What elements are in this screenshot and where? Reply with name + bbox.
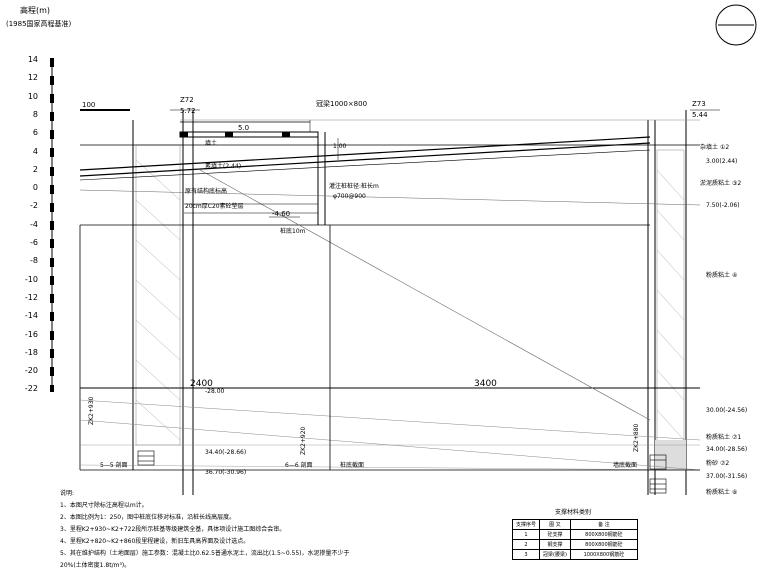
legend-row-note: 1000X800钢筋砼 [569,549,638,560]
soil-5-depth: 34.00(-28.56) [706,446,748,453]
left-top-label: 100 [82,101,96,109]
elevation-tick-label: -2 [30,201,38,211]
section-symbols [137,450,667,494]
soil-2-name: 淤泥质粘土 ③2 [700,180,742,187]
legend-row-type: 砼支撑 [539,529,571,540]
pile-label-2: φ700@900 [333,193,366,200]
elevation-scale [50,58,54,392]
pile-label-1: 灌注桩桩径:桩长m [329,183,379,190]
soil-2-depth: 7.50(-2.06) [706,202,740,209]
legend-row-type: 冠梁(腰梁) [539,549,571,560]
elevation-tick-label: -18 [24,347,38,357]
elevation-tick-label: -22 [24,384,38,394]
sheet-number-circle: 3 3 [714,3,758,47]
z73-name: Z73 [692,100,706,108]
legend-table: 支撑序号 图 又 备 注 1 砼支撑 800X800钢筋砼 2 钢支撑 800X… [511,519,638,560]
section-6-label: 6—6 剖面 [285,462,313,469]
elevation-tick-label: 14 [27,55,38,64]
soil-1-name: 杂填土 ①2 [700,144,730,151]
legend-row-id: 2 [511,539,541,550]
legend-row-note: 800X800钢筋砼 [569,529,638,540]
span-3400: 3400 [474,379,497,389]
elevation-tick-label: 2 [32,164,38,174]
section-5-label: 5—5 剖面 [100,462,128,469]
width-label: 5.0 [238,124,250,132]
elevation-tick-label: -14 [24,311,38,321]
elevation-tick-label: 10 [27,91,38,101]
soil-layers [79,136,701,471]
soil-6-depth: 37.00(-31.56) [706,473,748,480]
pile-bottom-label: 桩底10m [280,228,306,235]
notes: 说明: 1、本图尺寸除标注高程以m计。 2、本图比例为1：250，图中桩底位移对… [60,488,350,572]
dimension-lines [170,109,720,218]
legend-row-id: 1 [511,529,541,540]
z73-elevation: 5.44 [692,111,708,119]
soil-1-depth: 3.00(2.44) [706,158,738,165]
elev-m2800: -28.00 [205,388,225,395]
pile-station-b: ZK2+920 [300,426,307,455]
elevation-tick-label: -16 [24,329,38,339]
elev-3670: 36.70(-30.96) [205,469,247,476]
elevation-tick-label: 4 [32,146,38,156]
legend-header: 备 注 [569,519,638,530]
soil-5-name: 粉质粘土 ⑦1 [706,434,742,441]
elevation-tick-label: 12 [27,73,38,83]
wall-bottom-section: 墙底截面 [613,462,638,469]
soil-4-depth: 30.00(-24.56) [706,407,748,414]
pile-station-a: ZK2+930 [88,396,95,425]
legend-header: 图 又 [539,519,571,530]
cushion-label: 20cm厚C20素砼垫层 [185,203,244,210]
elevation-tick-label: 8 [32,109,38,119]
note-3: 3、里程K2+930~K2+722段所示桩基等级建筑全基，具体项设计施工图综合会… [60,526,286,533]
note-6: 20%(土体密度1.8t/m³)。 [60,562,131,569]
crown-beam [80,109,700,225]
elevation-tick-label: -20 [24,366,38,376]
z72-elevation: 5.72 [180,107,196,115]
fill-label: 填土 [205,140,218,147]
elev-minus460: -4.60 [272,210,291,218]
elevation-tick-label: 0 [32,183,38,193]
soil-7-name: 粉质粘土 ⑧ [706,489,738,496]
soil-3-name: 粉质粘土 ④ [706,272,738,279]
notes-title: 说明: [60,490,75,497]
elev-3440: 34.40(-28.66) [205,449,247,456]
elevation-tick-label: -10 [24,274,38,284]
soil-6-name: 粉砂 ⑦2 [706,460,730,467]
elevation-tick-label: -6 [30,238,38,247]
elevation-tick-label: 6 [32,128,38,138]
legend-row-note: 800X800钢筋砼 [569,539,638,550]
beam-label: 冠梁1000×800 [316,100,368,108]
axis-title: 高程(m) [20,6,51,15]
left-walls [132,110,194,495]
dimension-right: 1.00 [333,143,347,150]
note-2: 2、本图比例为1：250，图中桩底位移对标准，沿桩长线高层度。 [60,514,236,521]
fill-elev-label: 素填土(2.44) [205,163,242,170]
span-2400: 2400 [190,379,213,389]
pile-bottom-section: 桩底截面 [340,462,365,469]
legend-row-id: 3 [511,549,541,560]
structure-label: 原有结构底标高 [185,188,228,195]
note-4: 4、里程K2+820~K2+860段里程建设，新旧车具高界面及设计选点。 [60,538,250,545]
z72-name: Z72 [180,96,194,104]
elevation-tick-label: -12 [24,292,38,302]
elevation-tick-label: -8 [30,256,38,266]
pile-station-c: ZK2+880 [633,423,640,452]
elevation-tick-label: -4 [30,219,38,229]
legend-header: 支撑序号 [511,519,541,530]
legend-title: 支撑材料类别 [555,509,592,516]
note-5: 5、其在维护结构（土地面层）施工参数：混凝土比0.62.5普通水泥土，流出比(1… [60,550,350,557]
note-1: 1、本图尺寸除标注高程以m计。 [60,502,148,509]
legend-row-type: 钢支撑 [539,539,571,550]
axis-datum: (1985国家高程基准) [6,20,72,28]
